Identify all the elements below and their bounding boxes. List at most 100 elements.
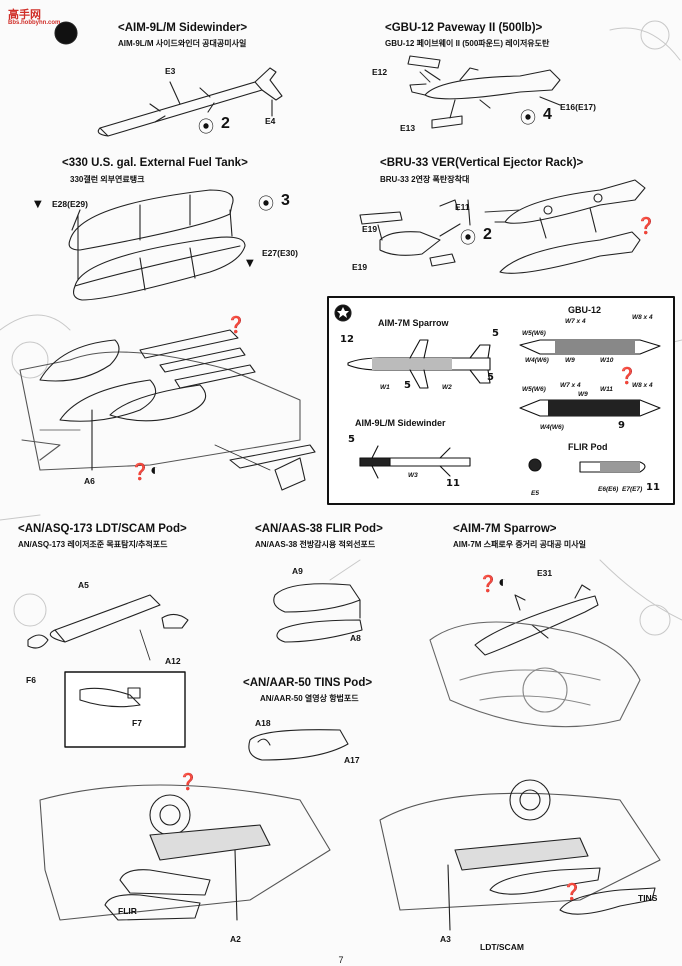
color-number: ▼ — [246, 258, 254, 269]
paint-code: W4(W6) — [540, 424, 564, 431]
paintbox-sidewinder-label: AIM-9L/M Sidewinder — [355, 418, 446, 428]
question-icon: ❓ — [617, 368, 637, 385]
parts-count: 2 — [221, 115, 230, 132]
paint-code: W3 — [408, 472, 418, 479]
aim9-subtitle: AIM-9L/M 사이드와인더 공대공미사일 — [118, 39, 247, 48]
paintbox-flir — [528, 458, 646, 473]
aim7-title: <AIM-7M Sparrow> — [453, 523, 557, 535]
part-label: F6 — [26, 675, 36, 685]
paintbox-sparrow — [347, 339, 491, 389]
part-label: A5 — [78, 580, 89, 590]
paint-code: W1 — [380, 384, 390, 391]
question-icon: ❓ — [178, 774, 198, 791]
bottom-right-ldt-label: LDT/SCAM — [480, 942, 524, 952]
color-number: 9 — [618, 420, 625, 431]
color-number: 5 — [487, 372, 494, 383]
part-label: E28(E29) — [52, 199, 88, 209]
paint-code: W7 x 4 — [560, 382, 581, 389]
paint-code: W4(W6) — [525, 357, 549, 364]
bru33-title: <BRU-33 VER(Vertical Ejector Rack)> — [380, 157, 584, 169]
ldt-title: <AN/ASQ-173 LDT/SCAM Pod> — [18, 523, 187, 535]
aim7-drawing — [429, 584, 641, 728]
paint-code: W5(W6) — [522, 330, 546, 337]
paintbox-sparrow-label: AIM-7M Sparrow — [378, 318, 449, 328]
paint-code: W9 — [578, 391, 588, 398]
bru33-subtitle: BRU-33 2연장 폭탄장착대 — [380, 175, 470, 184]
parts-count: 3 — [281, 192, 290, 209]
color-number: 11 — [446, 478, 460, 489]
part-label: E13 — [400, 123, 416, 133]
fueltank-title: <330 U.S. gal. External Fuel Tank> — [62, 157, 248, 169]
paint-code: W8 x 4 — [632, 314, 653, 321]
gbu12-drawing — [407, 55, 561, 129]
color-number: 5 — [404, 380, 411, 391]
part-label: E11 — [455, 202, 470, 212]
flip-icon: ◐ — [150, 462, 160, 479]
question-icon: ❓ — [130, 464, 150, 481]
glue-icon: ⦿ — [258, 196, 275, 213]
question-icon: ❓ — [562, 884, 582, 901]
tins-drawing — [248, 729, 349, 761]
question-icon: ❓ — [636, 218, 656, 235]
ldt-subtitle: AN/ASQ-173 레이저조준 목표탐지/추적포드 — [18, 540, 168, 549]
aim9-title: <AIM-9L/M Sidewinder> — [118, 22, 248, 34]
flir-title: <AN/AAS-38 FLIR Pod> — [255, 523, 383, 535]
part-label: E4 — [265, 116, 276, 126]
paint-code: W7 x 4 — [565, 318, 586, 325]
paintbox-sidewinder — [359, 445, 471, 479]
aim9-drawing — [97, 67, 283, 137]
glue-icon: ⦿ — [520, 110, 537, 127]
fueltank-subtitle: 330갤런 외부연료탱크 — [70, 175, 145, 184]
bottom-left-pod-label: FLIR — [118, 906, 137, 916]
bottom-left-installation — [39, 784, 331, 921]
bru33-drawing — [359, 179, 646, 274]
page-number: 7 — [338, 955, 344, 965]
part-label: A3 — [440, 934, 451, 944]
flip-icon: ◐ — [498, 574, 508, 591]
flir-subtitle: AN/AAS-38 전방감시용 적외선포드 — [255, 540, 376, 549]
bottom-right-installation — [379, 779, 661, 931]
part-label: E19 — [362, 224, 378, 234]
parts-count: 4 — [543, 106, 552, 123]
color-number: 12 — [340, 334, 354, 345]
fueltank-drawing — [68, 189, 246, 301]
paintbox-flir-label: FLIR Pod — [568, 442, 608, 452]
part-label: A12 — [165, 656, 181, 666]
paint-code: E7(E7) — [622, 486, 643, 493]
paint-code: W9 — [565, 357, 575, 364]
wing-assembly-drawing — [19, 329, 316, 491]
part-label: E19 — [352, 262, 368, 272]
paint-code: W5(W6) — [522, 386, 546, 393]
part-label: A18 — [255, 718, 271, 728]
glue-icon: ⦿ — [460, 230, 477, 247]
part-label: E12 — [372, 67, 388, 77]
paintbox-gbu12 — [519, 339, 661, 417]
parts-count: 2 — [483, 226, 492, 243]
part-label: E27(E30) — [262, 248, 298, 258]
part-label: E31 — [537, 568, 553, 578]
color-number: 5 — [492, 328, 499, 339]
paint-code: W11 — [600, 386, 613, 393]
paint-code: W2 — [442, 384, 452, 391]
part-label: A6 — [84, 476, 95, 486]
color-number: ▼ — [34, 199, 42, 210]
ldt-drawing — [27, 594, 189, 748]
aim7-subtitle: AIM-7M 스패로우 중거리 공대공 미사일 — [453, 540, 587, 549]
site-logo-url: Bbs.hobbyhn.com — [8, 20, 61, 26]
question-icon: ❓ — [226, 317, 246, 334]
paint-code: E6(E6) — [598, 486, 619, 493]
glue-icon: ⦿ — [198, 119, 215, 136]
question-icon: ❓ — [478, 576, 498, 593]
color-number: 5 — [348, 434, 355, 445]
color-number: 11 — [646, 482, 660, 493]
gbu12-subtitle: GBU-12 페이브웨이 II (500파운드) 레이저유도탄 — [385, 39, 550, 48]
part-label: A8 — [350, 633, 361, 643]
paint-code: E5 — [531, 490, 539, 497]
part-label: A17 — [344, 755, 360, 765]
part-label: F7 — [132, 718, 142, 728]
part-label: E16(E17) — [560, 102, 596, 112]
part-label: A2 — [230, 934, 241, 944]
bottom-right-tins-label: TINS — [638, 893, 658, 903]
